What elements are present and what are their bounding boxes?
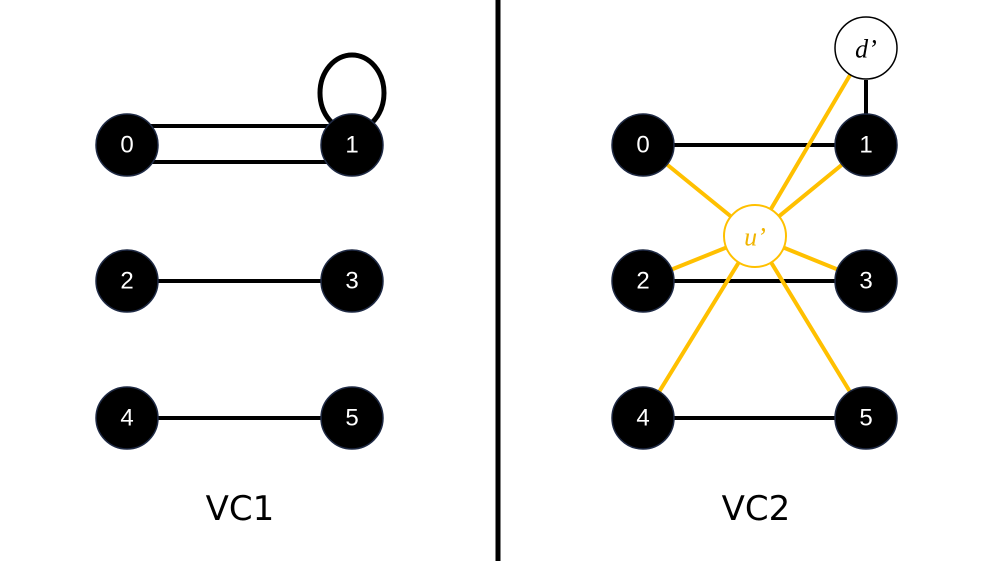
- svg-text:4: 4: [120, 405, 133, 432]
- edge-u-5: [753, 234, 868, 420]
- panel-caption: VC1: [206, 489, 275, 529]
- svg-text:1: 1: [859, 132, 872, 159]
- svg-text:0: 0: [120, 132, 133, 159]
- svg-text:5: 5: [859, 405, 872, 432]
- svg-text:0: 0: [636, 132, 649, 159]
- node-5: 5: [834, 386, 898, 450]
- node-1: 1: [320, 113, 384, 177]
- panel-vc1: 0 1 2 3 4 5 VC1: [95, 52, 387, 529]
- node-3: 3: [834, 249, 898, 313]
- node-5: 5: [320, 386, 384, 450]
- node-4: 4: [611, 386, 675, 450]
- node-2: 2: [611, 249, 675, 313]
- node-2: 2: [95, 249, 159, 313]
- node-4: 4: [95, 386, 159, 450]
- svg-text:5: 5: [345, 405, 358, 432]
- panel-vc2: 0 1 2 3 4 5 u’ d’: [611, 16, 898, 529]
- svg-text:3: 3: [345, 268, 358, 295]
- edge-u-d: [753, 46, 868, 238]
- node-0: 0: [95, 113, 159, 177]
- edge-u-4: [641, 234, 757, 420]
- svg-text:2: 2: [120, 268, 133, 295]
- svg-text:1: 1: [345, 132, 358, 159]
- svg-text:d’: d’: [855, 35, 877, 64]
- node-d-prime: d’: [834, 16, 898, 80]
- svg-text:3: 3: [859, 268, 872, 295]
- node-1: 1: [834, 113, 898, 177]
- svg-text:2: 2: [636, 268, 649, 295]
- node-u-prime: u’: [723, 204, 787, 268]
- node-0: 0: [611, 113, 675, 177]
- node-3: 3: [320, 249, 384, 313]
- svg-text:u’: u’: [744, 223, 766, 252]
- panel-caption: VC2: [722, 489, 791, 529]
- svg-text:4: 4: [636, 405, 649, 432]
